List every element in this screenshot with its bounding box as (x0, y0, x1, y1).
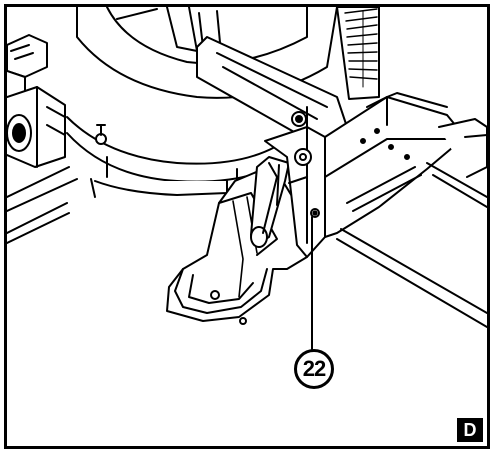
panel-label: D (457, 418, 483, 442)
extension-wing (324, 92, 487, 238)
callout-number: 22 (302, 356, 327, 381)
figure-frame: 22 D (4, 4, 490, 449)
motor-housing (7, 34, 66, 168)
miter-handle (166, 156, 308, 325)
miter-saw-line-drawing (7, 7, 487, 350)
base-casting (264, 126, 326, 258)
panel-letter: D (463, 419, 477, 440)
extension-rods (7, 162, 487, 328)
bevel-scale (336, 7, 380, 100)
callout-badge: 22 (294, 349, 334, 389)
